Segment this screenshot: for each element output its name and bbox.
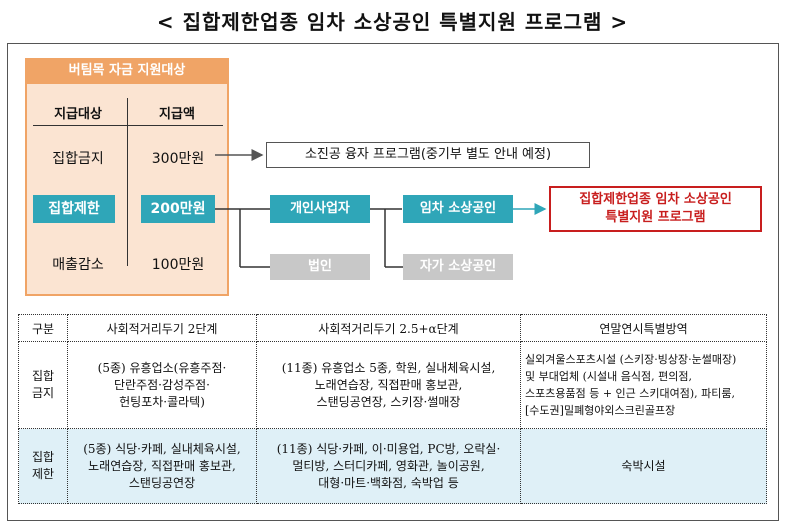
cell-restrict-stage25: (11종) 식당·카페, 이·미용업, PC방, 오락실· 멀티방, 스터디카페… [256, 428, 521, 504]
special-program-box: 집합제한업종 임차 소상공인 특별지원 프로그램 [549, 186, 762, 232]
row-label-ban: 집합 금지 [18, 341, 68, 429]
col-target-header: 지급대상 [54, 107, 102, 122]
col-amount-header: 지급액 [159, 107, 195, 122]
amount-ban: 300만원 [151, 151, 205, 167]
cell-ban-stage2: (5종) 유흥업소(유흥주점· 단란주점·감성주점· 헌팅포차·콜라텍) [67, 341, 257, 429]
table-row: 집합 제한 (5종) 식당·카페, 실내체육시설, 노래연습장, 직접판매 홍보… [18, 428, 767, 504]
cell-ban-stage25: (11종) 유흥업소 5종, 학원, 실내체육시설, 노래연습장, 직접판매 홍… [256, 341, 521, 429]
table-row: 집합 금지 (5종) 유흥업소(유흥주점· 단란주점·감성주점· 헌팅포차·콜라… [18, 341, 767, 429]
header-stage25: 사회적거리두기 2.5+α단계 [256, 314, 521, 342]
panel-divider-vertical [127, 98, 128, 266]
corporation-box: 법인 [270, 254, 370, 280]
cell-restrict-holiday: 숙박시설 [520, 428, 767, 504]
panel-divider-horizontal [33, 125, 223, 126]
cell-ban-holiday: 실외겨울스포츠시설 (스키장·빙상장·눈썰매장) 및 부대업체 (시설내 음식점… [520, 341, 767, 429]
content-frame [7, 43, 779, 521]
header-category: 구분 [18, 314, 68, 342]
page-title: < 집합제한업종 임차 소상공인 특별지원 프로그램 > [156, 10, 629, 34]
target-sales-decline: 매출감소 [52, 257, 104, 273]
table-header-row: 구분 사회적거리두기 2단계 사회적거리두기 2.5+α단계 연말연시특별방역 [18, 314, 767, 342]
header-holiday-special: 연말연시특별방역 [520, 314, 767, 342]
amount-restrict: 200만원 [141, 195, 215, 223]
tenant-business-box: 임차 소상공인 [403, 195, 513, 223]
business-category-table: 구분 사회적거리두기 2단계 사회적거리두기 2.5+α단계 연말연시특별방역 … [18, 314, 767, 504]
loan-program-box: 소진공 융자 프로그램(중기부 별도 안내 예정) [266, 142, 590, 168]
target-restrict: 집합제한 [33, 195, 115, 223]
special-program-line1: 집합제한업종 임차 소상공인 [579, 192, 732, 207]
cell-restrict-stage2: (5종) 식당·카페, 실내체육시설, 노래연습장, 직접판매 홍보관, 스탠딩… [67, 428, 257, 504]
support-panel-heading: 버팀목 자금 지원대상 [25, 58, 229, 84]
header-stage2: 사회적거리두기 2단계 [67, 314, 257, 342]
amount-sales-decline: 100만원 [151, 257, 205, 273]
special-program-line2: 특별지원 프로그램 [605, 210, 706, 225]
target-ban: 집합금지 [52, 151, 104, 167]
row-label-restrict: 집합 제한 [18, 428, 68, 504]
owner-business-box: 자가 소상공인 [403, 254, 513, 280]
individual-business-box: 개인사업자 [270, 195, 370, 223]
